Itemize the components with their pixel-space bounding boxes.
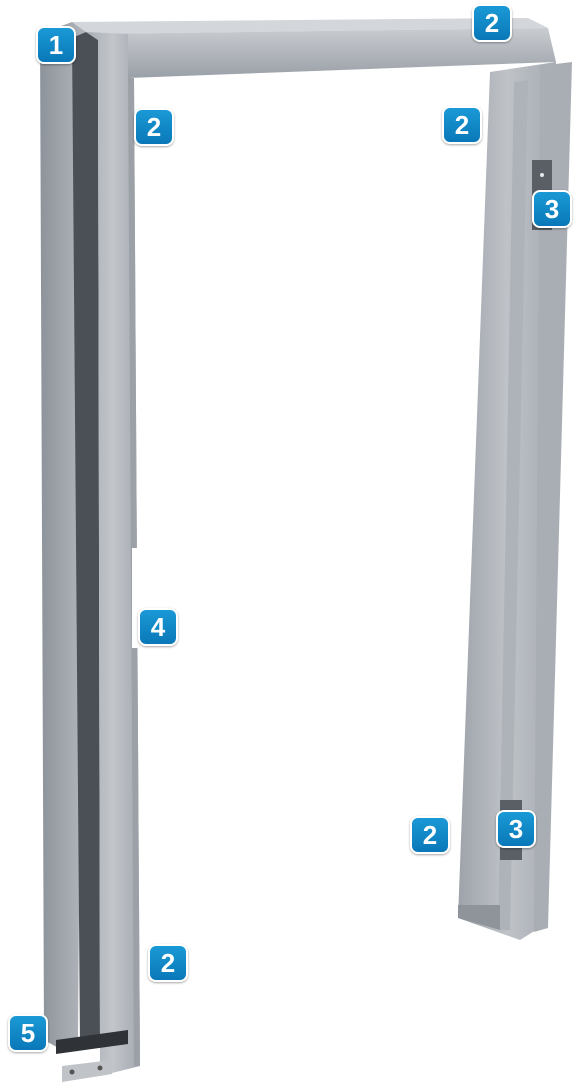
callout-2: 2: [148, 944, 188, 982]
frame-joint-notch: [132, 548, 140, 648]
callout-2: 2: [472, 4, 512, 42]
callout-5: 5: [8, 1014, 48, 1052]
bracket-hole: [69, 1069, 75, 1075]
left-jamb: [86, 32, 140, 1076]
frame-header: [86, 28, 556, 78]
frame-header-top-face: [72, 18, 548, 34]
callout-2: 2: [410, 816, 450, 854]
right-jamb-groove: [498, 80, 528, 930]
bracket-hole: [97, 1065, 103, 1071]
callout-2: 2: [134, 108, 174, 146]
callout-3: 3: [496, 810, 536, 848]
callout-2: 2: [442, 106, 482, 144]
callout-1: 1: [36, 26, 76, 64]
callout-3: 3: [532, 190, 572, 228]
anchor-bracket-tab: [62, 1060, 112, 1082]
right-jamb-bottom-step: [458, 905, 500, 930]
right-jamb-side-face: [534, 62, 572, 932]
anchor-bracket: [56, 1030, 128, 1054]
plate-hole: [540, 173, 544, 177]
left-jamb-dark-strip: [72, 32, 100, 1046]
callout-4: 4: [138, 608, 178, 646]
